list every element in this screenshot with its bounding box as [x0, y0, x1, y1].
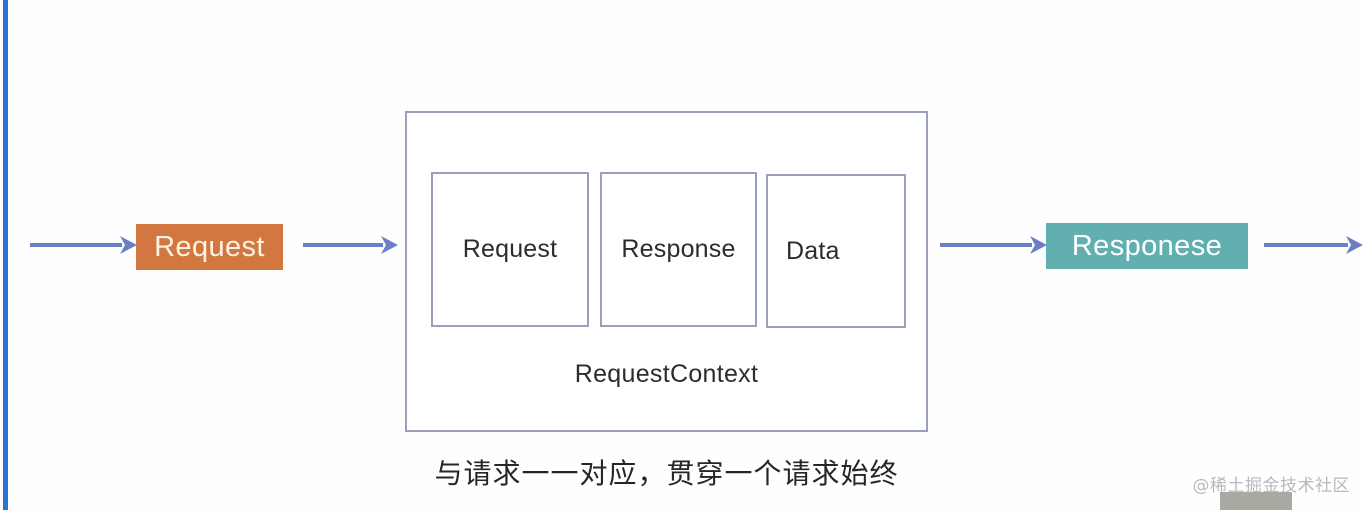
responese-pill[interactable]: Responese: [1046, 223, 1248, 269]
context-box-request[interactable]: Request: [431, 172, 589, 327]
watermark: @稀土掘金技术社区: [1192, 476, 1350, 496]
arrow-context-to-responese: [940, 232, 1048, 258]
request-pill[interactable]: Request: [136, 224, 283, 270]
ghost-erased-text: [425, 123, 543, 149]
diagram-caption: 与请求一一对应，贯穿一个请求始终: [434, 457, 899, 490]
arrow-responese-out: [1264, 232, 1364, 258]
left-edge-blue-rail: [3, 0, 8, 510]
context-box-response[interactable]: Response: [600, 172, 757, 327]
arrow-in-to-request: [30, 232, 138, 258]
request-context-label: RequestContext: [574, 360, 759, 388]
arrow-request-to-context: [303, 232, 399, 258]
context-box-data[interactable]: Data: [766, 174, 906, 328]
bottom-gray-bar: [1220, 492, 1292, 510]
